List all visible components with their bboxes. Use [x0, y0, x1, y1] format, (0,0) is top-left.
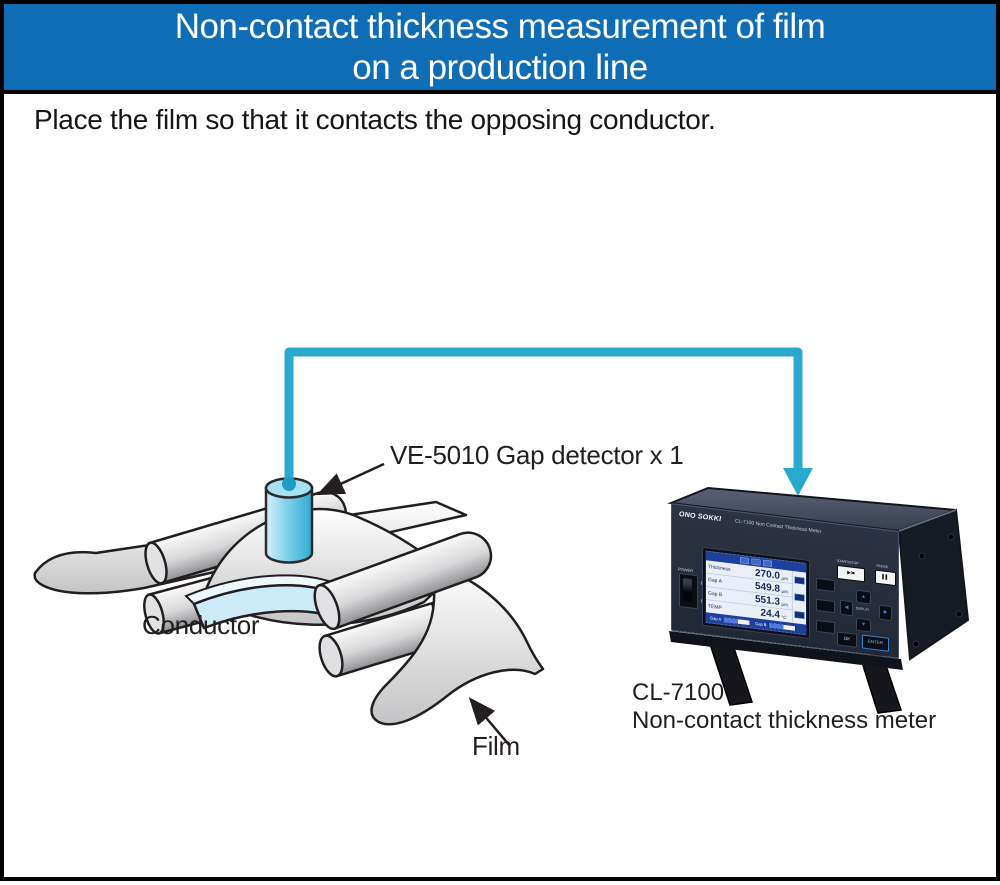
- instruction-text: Place the film so that it contacts the o…: [34, 104, 716, 135]
- cable-arrowhead: [783, 468, 813, 496]
- meter-base-strip: [669, 631, 903, 670]
- softkey-chip: [794, 611, 805, 619]
- row-label: Gap A: [708, 577, 722, 585]
- display-key-label: DISPLAY: [855, 606, 870, 612]
- meter-label: Gap B: [755, 621, 767, 627]
- softkey-button-1: [816, 577, 835, 593]
- film-label: Film: [472, 731, 520, 761]
- cable-connector-dot: [282, 477, 296, 491]
- title-banner: Non-contact thickness measurement of fil…: [4, 4, 996, 94]
- roller-lower-right-cap: [318, 634, 344, 678]
- row-unit: °C: [781, 614, 787, 621]
- title-line-1: Non-contact thickness measurement of fil…: [174, 7, 826, 46]
- softkey-chip: [794, 593, 805, 602]
- power-rocker: [683, 577, 692, 603]
- meter-display: Thickness 270.0 μm Gap A 549.8 μm Gap B …: [705, 550, 807, 636]
- device-caption-name: Non-contact thickness meter: [632, 707, 937, 734]
- ok-button: OK: [837, 631, 857, 648]
- roller-upper-right: [313, 531, 493, 631]
- brand-logo: ONO SOKKI: [679, 509, 722, 523]
- row-unit: μm: [781, 575, 788, 582]
- signal-cable: [282, 347, 813, 496]
- enter-button: ENTER: [862, 634, 889, 652]
- row-value: 551.3: [754, 593, 780, 608]
- title-line-2: on a production line: [352, 48, 648, 87]
- arrow-right-button: ▶: [879, 604, 892, 622]
- pause-label: PAUSE: [876, 564, 889, 570]
- film-sheet-hanging: [370, 562, 545, 726]
- softkey-chip: [794, 576, 805, 585]
- meter-gap-a: Gap A: [710, 615, 751, 626]
- gap-detector: [264, 477, 314, 564]
- detector-label: VE-5010 Gap detector x 1: [390, 440, 684, 470]
- start-stop-button: ▶/■: [837, 564, 865, 583]
- row-value: 549.8: [754, 580, 780, 595]
- meter-bar: [723, 616, 751, 626]
- row-label: TEMP: [708, 603, 722, 611]
- display-softkey-column: [792, 570, 806, 625]
- row-unit: μm: [781, 601, 788, 608]
- detector-label-arrow: [316, 462, 385, 496]
- device-caption-model: CL-7100: [632, 679, 725, 706]
- softkey-button-2: [816, 598, 835, 614]
- arrow-up-button: ▲: [856, 589, 871, 605]
- conductor-label: Conductor: [142, 610, 260, 640]
- device-caption: CL-7100 Non-contact thickness meter: [632, 679, 936, 735]
- row-value: 24.4: [760, 607, 780, 621]
- softkey-button-3: [816, 619, 835, 635]
- row-unit: μm: [781, 588, 788, 595]
- meter-label: Gap A: [710, 615, 722, 622]
- meter-screen: Thickness 270.0 μm Gap A 549.8 μm Gap B …: [702, 546, 810, 640]
- row-label: Gap B: [708, 590, 723, 598]
- channel-chip: [751, 558, 761, 566]
- meter-chassis: [667, 486, 970, 714]
- model-header-text: CL-7100 Non Contact Thickness Meter: [735, 518, 822, 535]
- meter-bar: [768, 622, 796, 632]
- pause-button: ▌▌: [875, 569, 896, 587]
- row-label: Thickness: [708, 564, 731, 573]
- film-label-arrow: [468, 697, 511, 747]
- row-value: 270.0: [754, 567, 780, 582]
- meter-side-face: [897, 508, 970, 661]
- channel-chip: [740, 556, 749, 565]
- arrow-down-button: ▼: [856, 617, 871, 633]
- meter-gap-b: Gap B: [755, 621, 796, 632]
- production-line-illustration: [33, 347, 970, 747]
- channel-chip: [763, 559, 772, 567]
- power-switch: [679, 572, 698, 610]
